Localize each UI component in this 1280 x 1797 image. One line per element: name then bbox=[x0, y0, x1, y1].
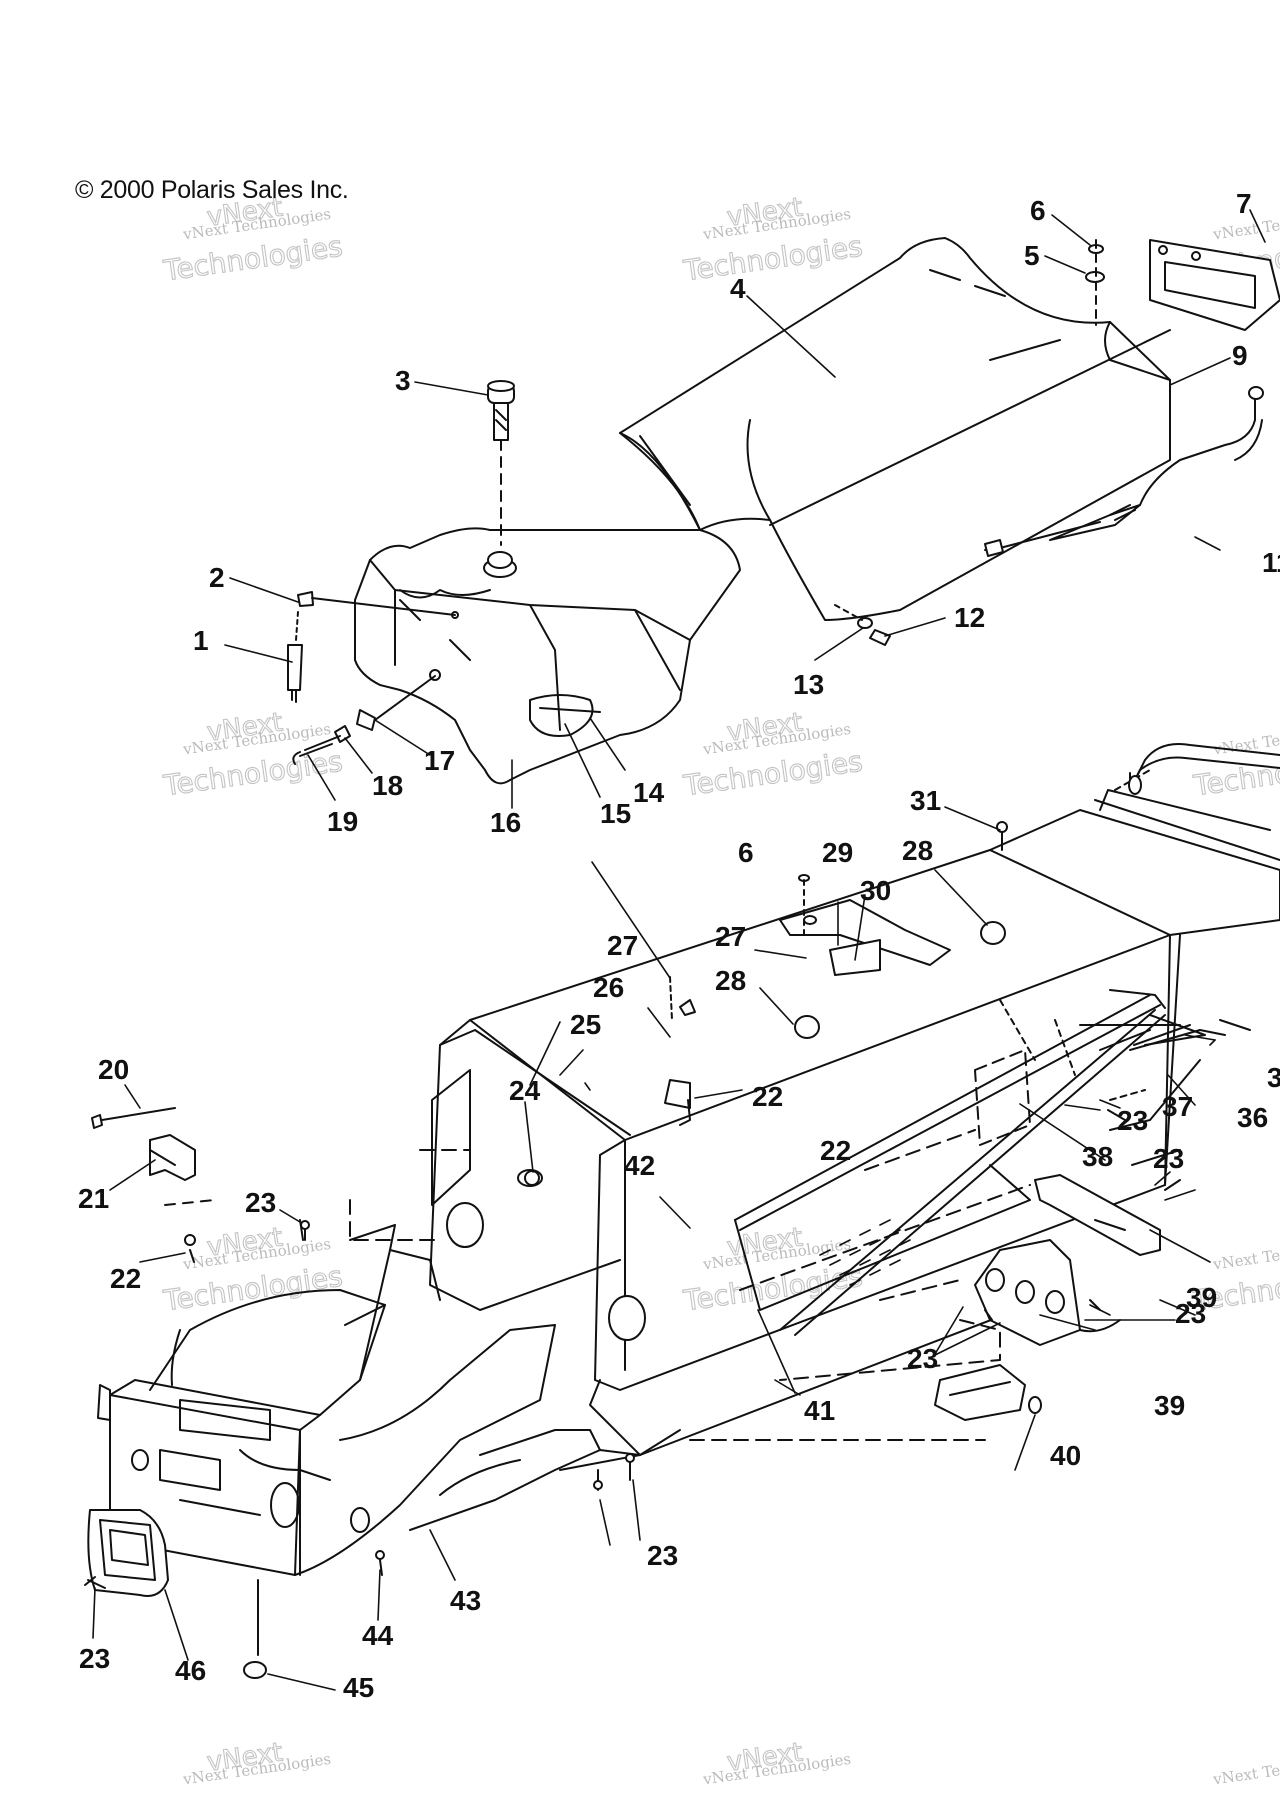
fuel-tank-part bbox=[354, 527, 741, 785]
callout-5: 5 bbox=[1024, 240, 1040, 271]
callout-37: 37 bbox=[1162, 1091, 1193, 1122]
tunnel-plate-part bbox=[974, 999, 1036, 1146]
watermark: vNext vNext Technologies Technologies bbox=[680, 707, 865, 803]
fuel-line-part bbox=[292, 669, 441, 765]
fuel-cap-part bbox=[487, 380, 515, 546]
callout-2: 2 bbox=[209, 562, 225, 593]
callout-11: 11 bbox=[1262, 547, 1280, 578]
watermark: vNext vNext Technologies Technologies bbox=[160, 1222, 345, 1318]
cable-tie-part bbox=[91, 1107, 176, 1129]
callout-36: 36 bbox=[1237, 1102, 1268, 1133]
watermark: vNext vNext Technologies Technologies bbox=[680, 1222, 865, 1318]
watermark-text: vNext Technologies bbox=[1211, 720, 1280, 759]
callout-41: 41 bbox=[804, 1395, 835, 1426]
callout-labels: 1 2 3 4 5 6 7 9 11 12 13 14 15 16 17 18 … bbox=[78, 188, 1280, 1703]
line-art bbox=[84, 209, 1280, 1691]
callout-39: 39 bbox=[1154, 1390, 1185, 1421]
vent-slots bbox=[819, 1219, 911, 1286]
callout-26: 26 bbox=[593, 972, 624, 1003]
watermark: vNext vNext Technologies bbox=[701, 1737, 852, 1789]
mount-bracket-part bbox=[934, 1364, 1042, 1421]
callout-12: 12 bbox=[954, 602, 985, 633]
callout-27: 27 bbox=[715, 921, 746, 952]
callout-13: 13 bbox=[793, 669, 824, 700]
watermark-text: vNext Technologies bbox=[1211, 1750, 1280, 1789]
callout-3: 3 bbox=[395, 365, 411, 396]
callout-22: 22 bbox=[820, 1135, 851, 1166]
callout-23: 23 bbox=[245, 1187, 276, 1218]
callout-6: 6 bbox=[738, 837, 754, 868]
callout-14: 14 bbox=[633, 777, 665, 808]
callout-1: 1 bbox=[193, 625, 209, 656]
callout-22: 22 bbox=[110, 1263, 141, 1294]
front-frame-part bbox=[97, 1224, 641, 1576]
callout-21: 21 bbox=[78, 1183, 109, 1214]
front-bumper-part bbox=[87, 1509, 169, 1597]
callout-27: 27 bbox=[607, 930, 638, 961]
watermark: vNext vNext Technologies bbox=[181, 1737, 332, 1789]
callout-17: 17 bbox=[424, 745, 455, 776]
callout-25: 25 bbox=[570, 1009, 601, 1040]
callout-44: 44 bbox=[362, 1620, 394, 1651]
callout-3: 3 bbox=[1267, 1062, 1280, 1093]
callout-45: 45 bbox=[343, 1672, 374, 1703]
fasteners bbox=[84, 821, 1251, 1679]
callout-23: 23 bbox=[1117, 1105, 1148, 1136]
bracket-part bbox=[149, 1134, 216, 1206]
wiring-harness-part bbox=[984, 386, 1264, 557]
callout-29: 29 bbox=[822, 837, 853, 868]
callout-31: 31 bbox=[910, 785, 941, 816]
callout-23: 23 bbox=[1153, 1143, 1184, 1174]
copyright-notice: © 2000 Polaris Sales Inc. bbox=[75, 176, 349, 204]
callout-22: 22 bbox=[752, 1081, 783, 1112]
watermark: vNext vNext Technologies Technologies bbox=[160, 707, 345, 803]
seat-fasteners-part bbox=[1085, 239, 1105, 326]
callout-4: 4 bbox=[730, 273, 746, 304]
seat-screw-part bbox=[834, 604, 891, 646]
callout-9: 9 bbox=[1232, 340, 1248, 371]
callout-23: 23 bbox=[1175, 1298, 1206, 1329]
callout-7: 7 bbox=[1236, 188, 1252, 219]
watermark: vNext Technologies bbox=[1211, 1750, 1280, 1789]
grab-strap-part bbox=[1149, 239, 1280, 331]
callout-39: 39 bbox=[1186, 1282, 1217, 1313]
watermark: vNext vNext Technologies Technologies bbox=[680, 192, 865, 288]
callout-23: 23 bbox=[79, 1643, 110, 1674]
callout-24: 24 bbox=[509, 1075, 541, 1106]
leader-lines bbox=[92, 209, 1266, 1691]
callout-46: 46 bbox=[175, 1655, 206, 1686]
callout-19: 19 bbox=[327, 806, 358, 837]
callout-6: 6 bbox=[1030, 195, 1046, 226]
callout-43: 43 bbox=[450, 1585, 481, 1616]
callout-18: 18 bbox=[372, 770, 403, 801]
watermark-text: vNext Technologies bbox=[1211, 1235, 1280, 1274]
callout-20: 20 bbox=[98, 1054, 129, 1085]
callout-40: 40 bbox=[1050, 1440, 1081, 1471]
callout-42: 42 bbox=[624, 1150, 655, 1181]
callout-30: 30 bbox=[860, 875, 891, 906]
callout-28: 28 bbox=[715, 965, 746, 996]
callout-23: 23 bbox=[907, 1343, 938, 1374]
callout-28: 28 bbox=[902, 835, 933, 866]
callout-15: 15 bbox=[600, 798, 631, 829]
vent-fitting-part bbox=[287, 591, 459, 703]
callout-16: 16 bbox=[490, 807, 521, 838]
callout-23: 23 bbox=[647, 1540, 678, 1571]
callout-38: 38 bbox=[1082, 1141, 1113, 1172]
